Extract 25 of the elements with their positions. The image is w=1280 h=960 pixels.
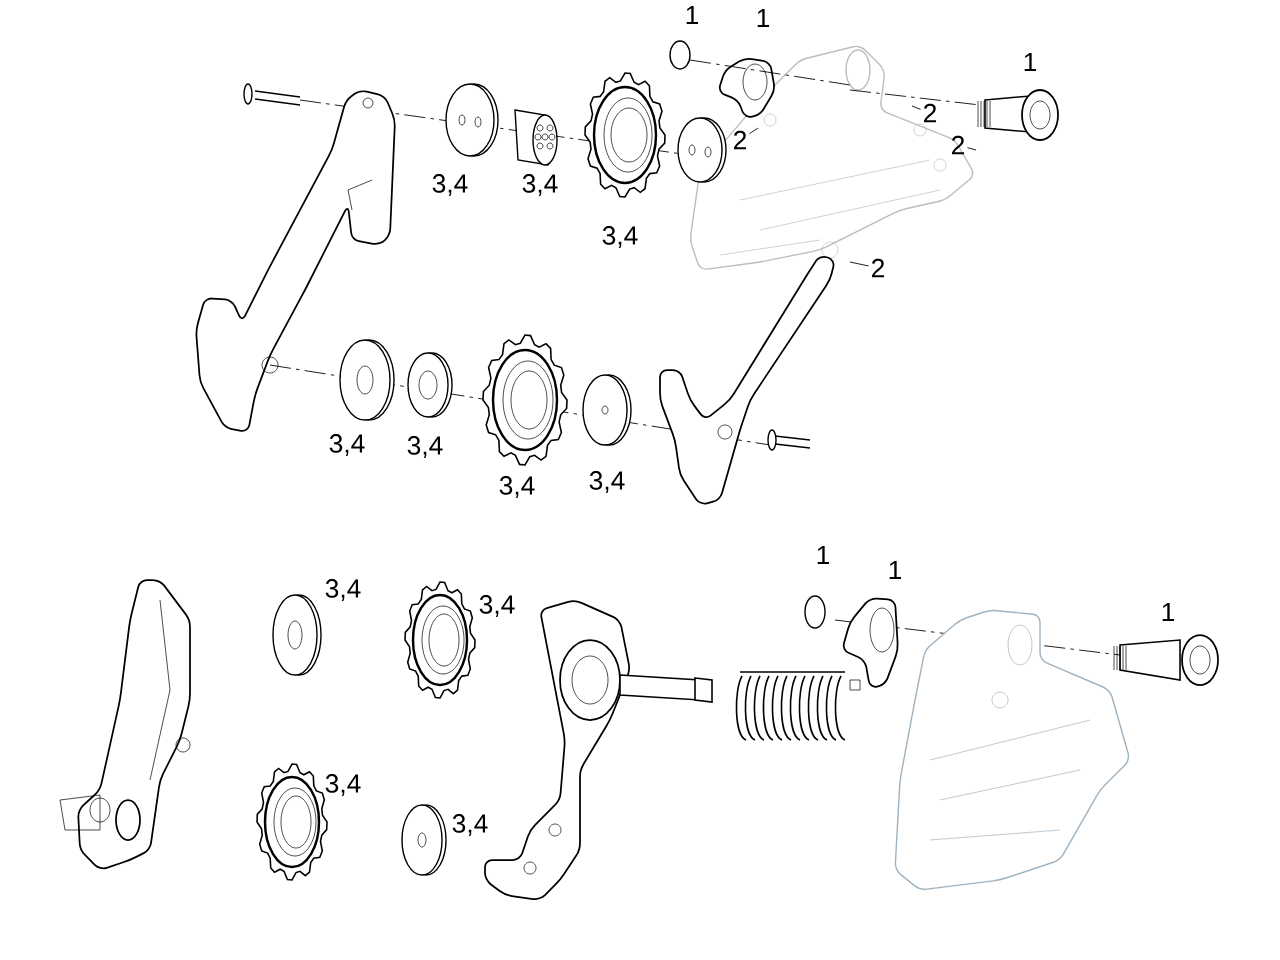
callout-number: 3,4 bbox=[589, 471, 625, 493]
callout-number: 3,4 bbox=[602, 226, 638, 248]
callout-number: 1 bbox=[1162, 602, 1175, 622]
callout-number: 3,4 bbox=[479, 595, 515, 617]
callout-number: 3,4 bbox=[499, 476, 535, 498]
callout-number: 1 bbox=[757, 8, 770, 28]
callout-number: 3,4 bbox=[522, 174, 558, 196]
callout-number: 2 bbox=[734, 130, 746, 150]
callout-number: 3,4 bbox=[325, 579, 361, 601]
leader-line bbox=[749, 127, 759, 135]
leader-line bbox=[849, 261, 870, 267]
callout-number: 2 bbox=[952, 135, 964, 155]
callout-number: 3,4 bbox=[329, 434, 365, 456]
callout-number: 3,4 bbox=[432, 174, 468, 196]
leader-line bbox=[911, 105, 922, 110]
callout-number: 2 bbox=[924, 103, 936, 123]
callout-number: 1 bbox=[889, 560, 902, 580]
callout-number: 1 bbox=[1024, 52, 1037, 72]
callout-number: 2 bbox=[872, 258, 884, 278]
callout-number: 1 bbox=[686, 5, 699, 25]
callout-number: 3,4 bbox=[452, 814, 488, 836]
callout-number: 3,4 bbox=[325, 774, 361, 796]
leader-line bbox=[967, 147, 977, 151]
callout-number: 1 bbox=[817, 545, 830, 565]
callout-number: 3,4 bbox=[407, 436, 443, 458]
